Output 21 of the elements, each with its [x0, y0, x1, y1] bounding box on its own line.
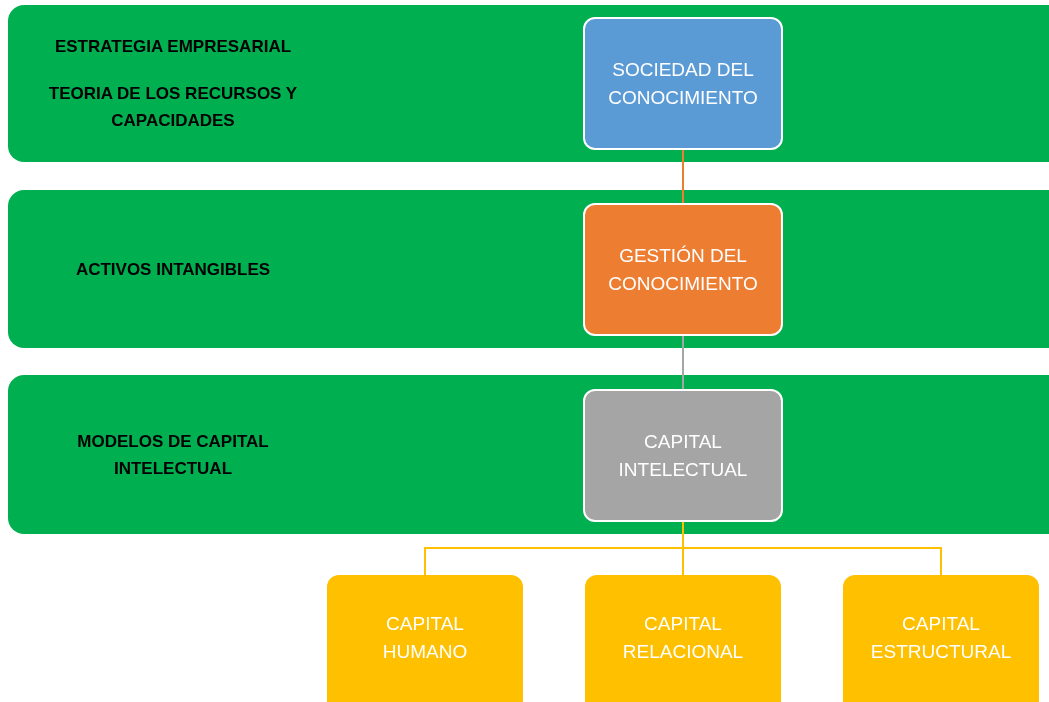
- connector-line: [682, 335, 684, 390]
- concept-box: [583, 389, 783, 522]
- box-label: CAPITAL INTELECTUAL: [617, 429, 749, 482]
- concept-box: [843, 575, 1039, 702]
- box-label: CAPITAL HUMANO: [381, 612, 469, 664]
- box-label: CAPITAL ESTRUCTURAL: [869, 612, 1013, 664]
- section-heading: TEORIA DE LOS RECURSOS Y CAPACIDADES: [47, 83, 299, 132]
- section-heading: MODELOS DE CAPITAL INTELECTUAL: [76, 430, 270, 480]
- section-band: [8, 375, 1049, 534]
- box-label: GESTIÓN DEL CONOCIMIENTO: [608, 243, 758, 296]
- section-band: [8, 5, 1049, 162]
- concept-box: [583, 203, 783, 336]
- section-heading: ESTRATEGIA EMPRESARIAL: [53, 36, 293, 58]
- section-heading: ACTIVOS INTANGIBLES: [74, 258, 272, 281]
- concept-box: [583, 17, 783, 150]
- box-label: SOCIEDAD DEL CONOCIMIENTO: [608, 57, 758, 110]
- box-label: CAPITAL RELACIONAL: [621, 612, 745, 664]
- concept-box: [327, 575, 523, 702]
- connector-line: [682, 149, 684, 204]
- section-band: [8, 190, 1049, 348]
- concept-box: [585, 575, 781, 702]
